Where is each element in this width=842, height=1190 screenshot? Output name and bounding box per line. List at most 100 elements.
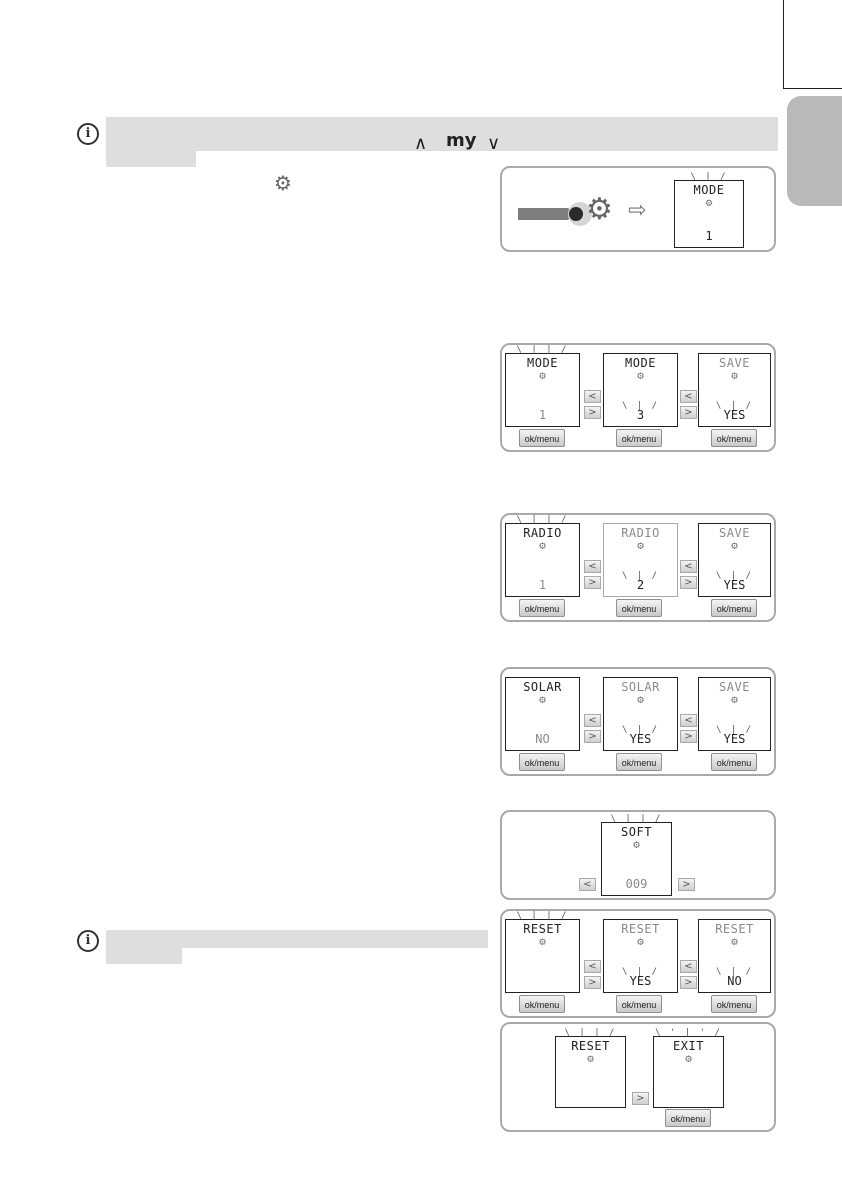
blink-marks: \ | / [621, 571, 660, 581]
lcd-value: 1 [538, 408, 547, 422]
ok-menu-button[interactable]: ok/menu [616, 753, 662, 771]
blink-marks: \ | / [715, 571, 754, 581]
ok-menu-button[interactable]: ok/menu [711, 995, 757, 1013]
blink-marks: \ | / [690, 172, 728, 182]
info-icon: i [77, 930, 99, 952]
ok-menu-button[interactable]: ok/menu [519, 995, 565, 1013]
info-note-tail [106, 151, 196, 167]
lcd-gear-icon: ⚙ [730, 542, 739, 552]
lcd-value: 2 [636, 578, 645, 592]
lcd-screen: \ | | / RESET ⚙ [555, 1029, 626, 1108]
ok-menu-button[interactable]: ok/menu [519, 753, 565, 771]
ok-menu-button[interactable]: ok/menu [616, 429, 662, 447]
lcd-gear-icon: ⚙ [730, 938, 739, 948]
right-arrow-button[interactable]: > [678, 878, 695, 891]
left-arrow-button[interactable]: < [680, 390, 697, 403]
settings-gear-icon: ⚙ [586, 192, 613, 227]
lcd-gear-icon: ⚙ [730, 696, 739, 706]
blink-marks: \ | | / [516, 911, 569, 921]
lcd-title: SOFT [621, 825, 652, 839]
lcd-screen: \ | / MODE ⚙ 1 [674, 173, 744, 248]
ok-menu-button[interactable]: ok/menu [616, 599, 662, 617]
panel-radio: \ | | / RADIO ⚙ 1 < > RADIO ⚙ \ | / 2 < … [500, 513, 776, 622]
lcd-title: RESET [621, 922, 660, 936]
ok-menu-button[interactable]: ok/menu [519, 599, 565, 617]
right-arrow-button[interactable]: > [584, 976, 601, 989]
lcd-value: YES [723, 408, 746, 422]
lcd-gear-icon: ⚙ [730, 372, 739, 382]
left-arrow-button[interactable]: < [680, 714, 697, 727]
lcd-gear-icon: ⚙ [586, 1055, 595, 1065]
panel-mode: \ | | / MODE ⚙ 1 < > MODE ⚙ \ | / 3 < > … [500, 343, 776, 452]
lcd-title: SAVE [719, 356, 750, 370]
blink-marks: \ | / [715, 967, 754, 977]
right-arrow-button[interactable]: > [584, 730, 601, 743]
right-arrow-button[interactable]: > [680, 406, 697, 419]
ok-menu-button[interactable]: ok/menu [519, 429, 565, 447]
lcd-screen: \ | | / RESET ⚙ [505, 912, 580, 993]
panel-reset: \ | | / RESET ⚙ < > RESET ⚙ \ | / YES < … [500, 909, 776, 1018]
lcd-title: SOLAR [621, 680, 660, 694]
lcd-screen: SAVE ⚙ \ | / YES [698, 677, 771, 751]
blink-marks: \ | | / [516, 515, 569, 525]
lcd-title: MODE [693, 183, 725, 197]
blink-marks: \ | / [621, 967, 660, 977]
info-note-bar [106, 117, 778, 151]
lcd-title: MODE [527, 356, 558, 370]
left-arrow-button[interactable]: < [680, 560, 697, 573]
left-arrow-button[interactable]: < [680, 960, 697, 973]
left-arrow-button[interactable]: < [584, 390, 601, 403]
lcd-title: EXIT [673, 1039, 704, 1053]
lcd-title: SAVE [719, 526, 750, 540]
blink-marks: \ | | / [610, 814, 663, 824]
right-arrow-button[interactable]: > [680, 976, 697, 989]
lcd-title: MODE [625, 356, 656, 370]
lcd-screen: SAVE ⚙ \ | / YES [698, 353, 771, 427]
blink-marks: \ | | / [516, 345, 569, 355]
lcd-gear-icon: ⚙ [704, 199, 714, 209]
lcd-value: 009 [625, 877, 648, 891]
lcd-value: 1 [705, 229, 713, 243]
lcd-screen: RESET ⚙ \ | / NO [698, 919, 771, 993]
panel-solar: SOLAR ⚙ NO < > SOLAR ⚙ \ | / YES < > SAV… [500, 667, 776, 776]
ok-menu-button[interactable]: ok/menu [711, 599, 757, 617]
press-pin-illustration [518, 202, 592, 226]
right-arrow-button[interactable]: > [680, 576, 697, 589]
right-arrow-button[interactable]: > [584, 576, 601, 589]
lcd-gear-icon: ⚙ [684, 1055, 693, 1065]
lcd-gear-icon: ⚙ [538, 542, 547, 552]
ok-menu-button[interactable]: ok/menu [711, 753, 757, 771]
lcd-title: RADIO [621, 526, 660, 540]
lcd-screen: SOLAR ⚙ \ | / YES [603, 677, 678, 751]
blink-marks: \ ' | ' / [655, 1028, 722, 1038]
blink-marks: \ | / [621, 725, 660, 735]
right-arrow-button[interactable]: > [680, 730, 697, 743]
right-arrow-button[interactable]: > [632, 1092, 649, 1105]
lcd-gear-icon: ⚙ [636, 372, 645, 382]
lcd-value: YES [723, 578, 746, 592]
left-arrow-button[interactable]: < [584, 960, 601, 973]
crop-mark-horizontal [783, 88, 842, 89]
crop-mark-vertical [783, 0, 784, 88]
blink-marks: \ | / [715, 725, 754, 735]
blink-marks: \ | | / [564, 1028, 617, 1038]
lcd-value: 1 [538, 578, 547, 592]
lcd-value: NO [727, 974, 742, 988]
lcd-title: SAVE [719, 680, 750, 694]
lcd-screen: SOLAR ⚙ NO [505, 677, 580, 751]
left-arrow-button[interactable]: < [579, 878, 596, 891]
lcd-value: YES [629, 732, 652, 746]
lcd-value: YES [629, 974, 652, 988]
right-arrow-button[interactable]: > [584, 406, 601, 419]
left-arrow-button[interactable]: < [584, 714, 601, 727]
lcd-screen: MODE ⚙ \ | / 3 [603, 353, 678, 427]
lcd-screen: RADIO ⚙ \ | / 2 [603, 523, 678, 597]
left-arrow-button[interactable]: < [584, 560, 601, 573]
lcd-gear-icon: ⚙ [538, 696, 547, 706]
blink-marks: \ | / [715, 401, 754, 411]
ok-menu-button[interactable]: ok/menu [711, 429, 757, 447]
panel-start: ⚙ ⇨ \ | / MODE ⚙ 1 [500, 166, 776, 252]
ok-menu-button[interactable]: ok/menu [665, 1109, 711, 1127]
ok-menu-button[interactable]: ok/menu [616, 995, 662, 1013]
gear-icon: ⚙ [274, 171, 292, 195]
